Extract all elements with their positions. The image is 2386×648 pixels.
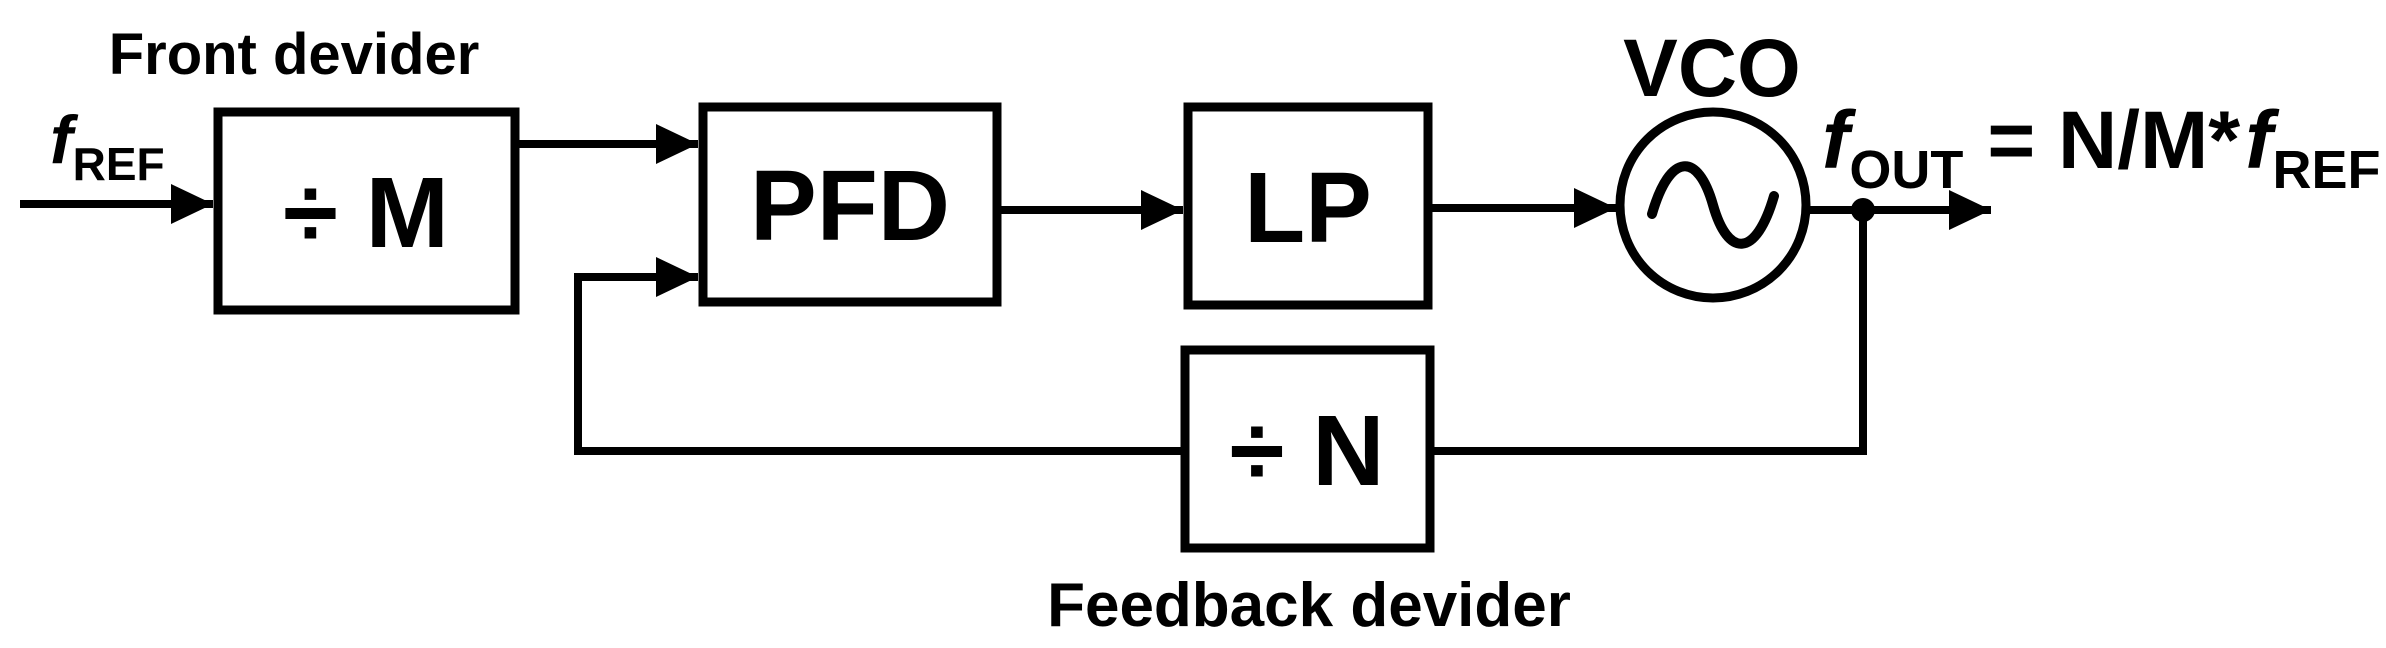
front-divider-symbol: ÷ M <box>283 157 449 269</box>
output-formula-label: fOUT= N/M*fREF <box>1822 95 2381 200</box>
feedback-divider-symbol: ÷ N <box>1230 395 1385 507</box>
front-divider-box <box>213 107 520 315</box>
vco-label: VCO <box>1623 23 1801 114</box>
sine-wave-icon <box>1647 161 1779 249</box>
lp-label: LP <box>1244 152 1372 264</box>
lp-box <box>1183 102 1433 310</box>
pfd-label: PFD <box>750 150 950 262</box>
pfd-box <box>698 102 1002 307</box>
feedback-wire-left <box>574 257 1185 455</box>
feedback-wire-right <box>1430 210 1867 455</box>
front-divider-caption: Front devider <box>109 22 480 87</box>
fref-input-label: fREF <box>50 102 165 190</box>
feedback-divider-box <box>1180 345 1435 553</box>
output-junction-dot <box>1851 198 1875 222</box>
feedback-divider-caption: Feedback devider <box>1047 571 1571 640</box>
